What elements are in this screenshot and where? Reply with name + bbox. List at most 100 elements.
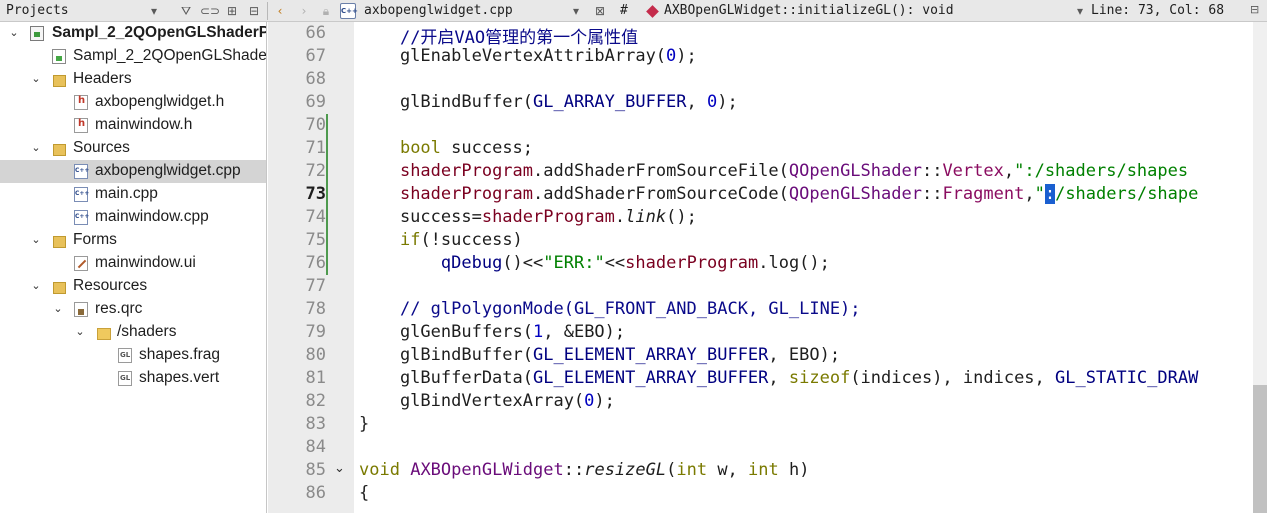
close-pane-icon[interactable]: ⊟ xyxy=(248,4,260,18)
code-line[interactable]: 73 shaderProgram.addShaderFromSourceCode… xyxy=(268,183,1267,206)
tree-item-headers[interactable]: ⌄ Headers xyxy=(0,68,266,91)
code-text: void AXBOpenGLWidget::resizeGL(int w, in… xyxy=(359,460,809,480)
tree-item-source-file[interactable]: main.cpp xyxy=(0,183,266,206)
link-icon[interactable]: ⊂⊃ xyxy=(200,4,221,18)
code-line[interactable]: 79 glGenBuffers(1, &EBO); xyxy=(268,321,1267,344)
file-name: shapes.frag xyxy=(139,346,220,363)
code-token: . xyxy=(614,207,626,227)
folder-icon xyxy=(96,325,111,340)
cpp-file-icon xyxy=(74,210,89,225)
text-cursor: : xyxy=(1044,184,1056,204)
code-line[interactable]: 81 glBufferData(GL_ELEMENT_ARRAY_BUFFER,… xyxy=(268,367,1267,390)
function-icon xyxy=(646,5,659,18)
tree-item-source-file[interactable]: mainwindow.cpp xyxy=(0,206,266,229)
tree-item-shader-file[interactable]: shapes.vert xyxy=(0,367,266,390)
code-line[interactable]: 70 xyxy=(268,114,1267,137)
open-file-name[interactable]: axbopenglwidget.cpp xyxy=(364,3,513,18)
code-token: h) xyxy=(778,460,810,480)
chevron-down-icon[interactable]: ⌄ xyxy=(75,325,85,338)
tree-item-shaders-folder[interactable]: ⌄ /shaders xyxy=(0,321,266,344)
projects-view-selector[interactable]: Projects xyxy=(6,3,69,18)
code-token: "ERR:" xyxy=(543,253,605,273)
resources-folder-icon xyxy=(52,279,66,294)
line-number: 68 xyxy=(305,69,326,89)
code-token: link xyxy=(625,207,667,227)
file-name: mainwindow.h xyxy=(95,116,193,133)
back-arrow-icon[interactable]: ‹ xyxy=(277,4,283,18)
chevron-down-icon[interactable]: ▾ xyxy=(150,4,158,18)
close-icon[interactable]: ⊠ xyxy=(594,4,606,18)
line-number: 72 xyxy=(305,161,326,181)
symbol-hash[interactable]: # xyxy=(620,3,628,18)
tree-item-sources[interactable]: ⌄ Sources xyxy=(0,137,266,160)
code-line[interactable]: 76 qDebug()<<"ERR:"<<shaderProgram.log()… xyxy=(268,252,1267,275)
code-token: bool xyxy=(399,138,441,158)
code-line[interactable]: 86{ xyxy=(268,482,1267,505)
tree-item-form-file[interactable]: mainwindow.ui xyxy=(0,252,266,275)
chevron-down-icon[interactable]: ⌄ xyxy=(53,302,63,315)
filter-icon[interactable]: ⛛ xyxy=(180,4,192,18)
chevron-down-icon[interactable]: ▾ xyxy=(572,4,580,18)
code-token: 0 xyxy=(666,46,677,66)
shader-file-icon xyxy=(118,348,132,363)
code-token: :: xyxy=(563,460,585,480)
scrollbar-thumb[interactable] xyxy=(1253,385,1267,513)
code-token: (!success) xyxy=(420,230,523,250)
code-line[interactable]: 84 xyxy=(268,436,1267,459)
forward-arrow-icon[interactable]: › xyxy=(301,4,307,18)
tree-item-project[interactable]: ⌄ Sampl_2_2QOpenGLShaderPr xyxy=(0,22,266,45)
code-token: int xyxy=(748,460,779,480)
code-line[interactable]: 75 if(!success) xyxy=(268,229,1267,252)
function-selector[interactable]: AXBOpenGLWidget::initializeGL(): void xyxy=(664,3,954,18)
code-line[interactable]: 80 glBindBuffer(GL_ELEMENT_ARRAY_BUFFER,… xyxy=(268,344,1267,367)
lock-icon: 🔒︎ xyxy=(322,4,330,18)
line-number: 67 xyxy=(305,46,326,66)
tree-item-resources[interactable]: ⌄ Resources xyxy=(0,275,266,298)
tree-item-header-file[interactable]: axbopenglwidget.h xyxy=(0,91,266,114)
code-line[interactable]: 82 glBindVertexArray(0); xyxy=(268,390,1267,413)
tree-item-shader-file[interactable]: shapes.frag xyxy=(0,344,266,367)
line-column-indicator[interactable]: Line: 73, Col: 68 xyxy=(1091,3,1225,18)
top-toolbar: Projects ▾ ⛛ ⊂⊃ ⊞ ⊟ ‹ › 🔒︎ C++ axbopengl… xyxy=(0,0,1267,22)
split-icon[interactable]: ⊟ xyxy=(1250,3,1260,16)
tree-item-header-file[interactable]: mainwindow.h xyxy=(0,114,266,137)
code-text: qDebug()<<"ERR:"<<shaderProgram.log(); xyxy=(359,253,830,273)
split-icon[interactable]: ⊞ xyxy=(226,4,238,18)
code-token: glBindBuffer( xyxy=(359,345,533,365)
chevron-down-icon[interactable]: ⌄ xyxy=(31,279,41,292)
code-token: :: xyxy=(921,184,943,204)
code-line[interactable]: 67 glEnableVertexAttribArray(0); xyxy=(268,45,1267,68)
code-token: success= xyxy=(359,207,482,227)
chevron-down-icon[interactable]: ⌄ xyxy=(9,26,19,39)
tree-item-qrc-file[interactable]: ⌄ res.qrc xyxy=(0,298,266,321)
code-line[interactable]: 68 xyxy=(268,68,1267,91)
code-token: if xyxy=(399,230,421,250)
code-token: AXBOpenGLWidget xyxy=(410,460,564,480)
code-line[interactable]: 71 bool success; xyxy=(268,137,1267,160)
code-line[interactable]: 69 glBindBuffer(GL_ARRAY_BUFFER, 0); xyxy=(268,91,1267,114)
code-line[interactable]: 77 xyxy=(268,275,1267,298)
code-line[interactable]: 66 //开启VAO管理的第一个属性值 xyxy=(268,22,1267,48)
header-file-icon xyxy=(74,95,88,110)
code-line[interactable]: 78 // glPolygonMode(GL_FRONT_AND_BACK, G… xyxy=(268,298,1267,321)
code-token: // glPolygonMode(GL_FRONT_AND_BACK, GL_L… xyxy=(399,299,861,319)
headers-folder-icon xyxy=(52,72,66,87)
chevron-down-icon[interactable]: ⌄ xyxy=(31,141,41,154)
code-line[interactable]: 83} xyxy=(268,413,1267,436)
chevron-down-icon[interactable]: ⌄ xyxy=(31,72,41,85)
chevron-down-icon[interactable]: ▾ xyxy=(1076,4,1084,18)
line-number: 78 xyxy=(305,299,326,319)
tree-item-forms[interactable]: ⌄ Forms xyxy=(0,229,266,252)
tree-item-source-file-selected[interactable]: axbopenglwidget.cpp xyxy=(0,160,266,183)
tree-item-pro-file[interactable]: Sampl_2_2QOpenGLShade xyxy=(0,45,266,68)
code-line[interactable]: 74 success=shaderProgram.link(); xyxy=(268,206,1267,229)
pro-file-icon xyxy=(52,49,66,64)
file-name: main.cpp xyxy=(95,185,158,202)
code-text: //开启VAO管理的第一个属性值 xyxy=(359,23,638,48)
code-line[interactable]: 85⌄void AXBOpenGLWidget::resizeGL(int w,… xyxy=(268,459,1267,482)
fold-chevron-icon[interactable]: ⌄ xyxy=(334,461,345,476)
code-token xyxy=(359,161,400,181)
code-line[interactable]: 72 shaderProgram.addShaderFromSourceFile… xyxy=(268,160,1267,183)
chevron-down-icon[interactable]: ⌄ xyxy=(31,233,41,246)
